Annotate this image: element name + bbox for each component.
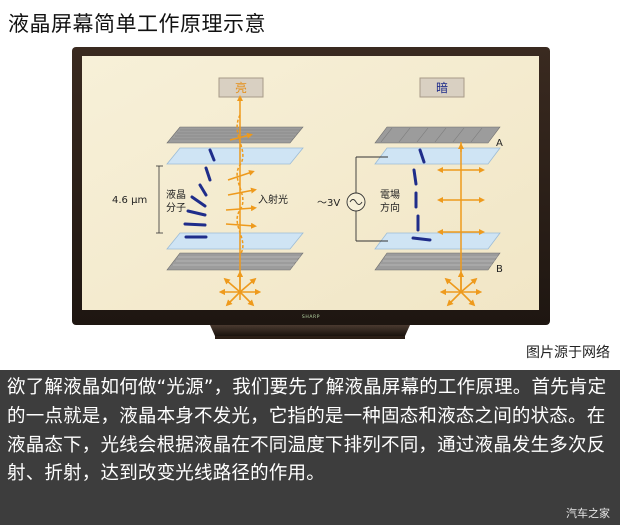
tv-screen [82, 56, 539, 310]
dark-light-rays [437, 142, 485, 290]
bright-state-diagram: 亮 [112, 77, 304, 307]
page-title: 液晶屏幕简单工作原理示意 [8, 12, 266, 36]
bright-lc-molecules [183, 148, 216, 239]
dark-top-polarizer [374, 126, 501, 144]
bright-light-rays [225, 95, 257, 300]
dark-state-diagram: 暗 A B [317, 77, 503, 307]
voltage-label: ～3V [317, 198, 340, 209]
dark-light-source-icon [439, 270, 483, 307]
bright-light-source-icon [218, 270, 262, 307]
voltage-circuit [346, 156, 388, 242]
bright-top-glass [166, 147, 304, 165]
bright-label: 亮 [235, 80, 247, 95]
dark-label-box [419, 77, 465, 98]
bright-top-polarizer [166, 126, 304, 144]
dark-lc-molecules [411, 148, 432, 242]
dark-bottom-polarizer [374, 252, 501, 271]
dark-bottom-glass [374, 232, 501, 250]
layer-b-label: B [496, 264, 503, 275]
tv-stand [210, 325, 410, 336]
dark-label: 暗 [436, 80, 448, 95]
thickness-label: 4.6 μm [112, 195, 147, 206]
image-source-note: 图片源于网络 [526, 345, 610, 361]
tv-brand-logo: SHARP [302, 314, 320, 320]
tv-diagram-image: SHARP 亮 [72, 47, 550, 339]
description-panel: 欲了解液晶如何做“光源”，我们要先了解液晶屏幕的工作原理。首先肯定的一点就是，液… [0, 370, 620, 525]
bright-bottom-glass [166, 232, 304, 250]
lc-molecules-label: 液晶 分子 [166, 188, 189, 214]
layer-a-label: A [496, 138, 503, 149]
dark-top-glass [374, 147, 501, 165]
incident-light-label: 入射光 [258, 193, 288, 206]
description-paragraph: 欲了解液晶如何做“光源”，我们要先了解液晶屏幕的工作原理。首先肯定的一点就是，液… [7, 377, 607, 485]
watermark: 汽车之家 [566, 507, 610, 520]
bright-bottom-polarizer [166, 252, 304, 271]
thickness-bracket [156, 165, 163, 234]
field-direction-label: 電場 方向 [380, 188, 403, 214]
